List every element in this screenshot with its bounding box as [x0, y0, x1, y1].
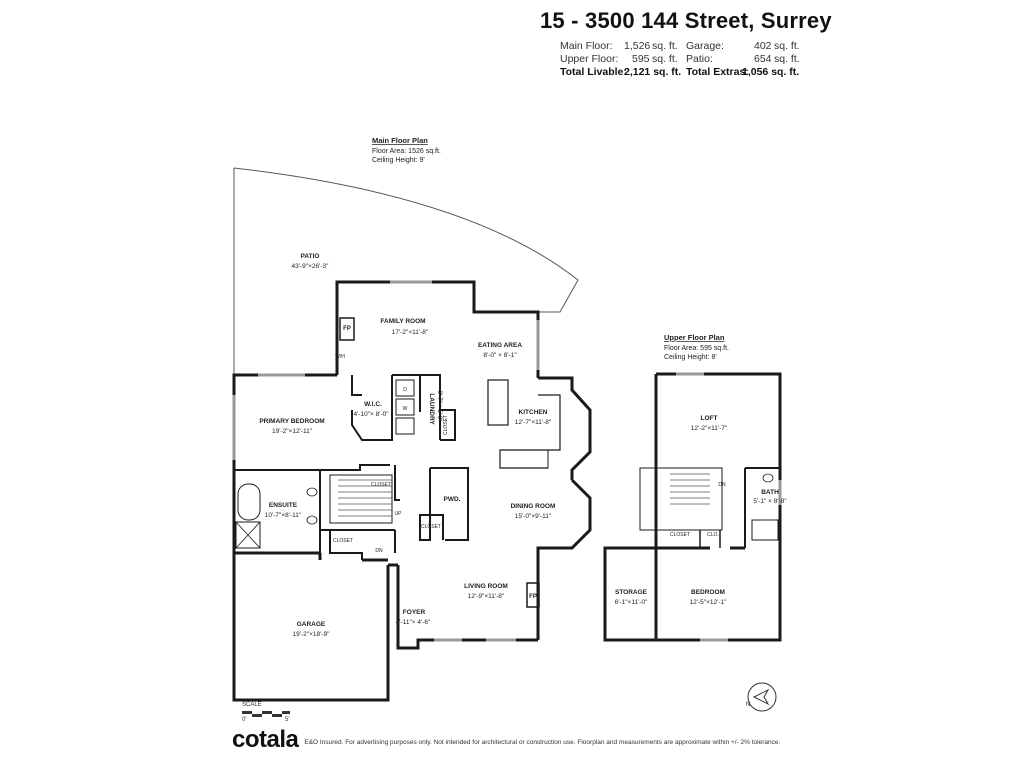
main-floor-title: Main Floor Plan: [372, 136, 428, 145]
bath-dim: 5'-1" × 8'-8": [753, 498, 787, 505]
upper-floor-walls: [603, 372, 782, 642]
main-floor-label: Main Floor:: [560, 40, 613, 52]
washer-label: W: [403, 406, 408, 412]
main-floor-area: Floor Area: 1526 sq.ft.: [372, 148, 441, 155]
foyer-name: FOYER: [403, 609, 426, 616]
family-fireplace-label: FP: [343, 326, 351, 332]
kitchen-name: KITCHEN: [519, 409, 548, 416]
upper-floor-unit: sq. ft.: [652, 53, 678, 65]
foyer-dim: 4'-11"× 4'-6": [396, 619, 431, 626]
garage-label: Garage:: [686, 40, 724, 52]
footer: cotala E&O Insured. For advertising purp…: [232, 726, 781, 753]
living-fireplace-label: FP: [529, 594, 537, 600]
dining-room-name: DINING ROOM: [511, 503, 556, 510]
storage-dim: 6'-1"×11'-0": [615, 599, 649, 606]
total-extras-value: 1,056 sq. ft.: [742, 66, 800, 78]
living-room-dim: 12'-9"×11'-8": [468, 593, 505, 600]
main-floor-windows: [232, 280, 540, 642]
wic-name: W.I.C.: [364, 401, 382, 408]
patio-outline: [233, 167, 579, 376]
upper-floor-windows: [676, 372, 782, 642]
family-room-dim: 17'-2"×11'-8": [392, 329, 429, 336]
family-room-name: FAMILY ROOM: [380, 318, 425, 325]
upper-stairs-down-label: DN: [718, 482, 726, 488]
upper-closet-label: CLOSET: [670, 532, 690, 538]
main-floor-ceiling: Ceiling Height: 9': [372, 157, 425, 164]
loft-dim: 12'-2"×11'-7": [691, 425, 728, 432]
garage-value: 402: [754, 40, 772, 52]
bath-name: BATH: [761, 489, 779, 496]
total-livable-value: 2,121 sq. ft.: [624, 66, 682, 78]
property-address-title: 15 - 3500 144 Street, Surrey: [540, 8, 832, 33]
upper-floor-area: Floor Area: 595 sq.ft.: [664, 345, 729, 352]
bedroom-name: BEDROOM: [691, 589, 725, 596]
patio-name: PATIO: [301, 253, 320, 260]
scale-graphic: [242, 711, 290, 717]
stairs-upper: [670, 473, 710, 505]
garage-dim: 19'-2"×18'-9": [293, 631, 331, 638]
ensuite-dim: 10'-7"×8'-11": [265, 512, 302, 519]
scale-five: 5': [285, 717, 290, 723]
garage-name: GARAGE: [297, 621, 326, 628]
stairs-down-label: DN: [375, 548, 383, 554]
eating-area-name: EATING AREA: [478, 342, 522, 349]
bedroom-dim: 12'-5"×12'-1": [690, 599, 728, 606]
ensuite-name: ENSUITE: [269, 502, 298, 509]
pwd-closet-label: CLOSET: [421, 524, 441, 530]
main-floor-interior: [234, 317, 561, 608]
patio-dim: 43'-9"×26'-3": [292, 263, 330, 270]
pwd-name: PWD.: [444, 496, 461, 503]
scale-title: SCALE: [242, 702, 262, 708]
laundry-closet-label: CLOSET: [443, 415, 449, 435]
total-extras-label: Total Extras:: [686, 66, 749, 78]
main-floor-unit: sq. ft.: [652, 40, 678, 52]
north-label: N: [746, 702, 750, 708]
main-floor-value: 1,526: [624, 40, 651, 52]
upper-floor-interior: [639, 467, 780, 548]
kitchen-dim: 12'-7"×11'-8": [515, 419, 552, 426]
garage-closet-label: CLOSET: [333, 538, 353, 544]
upper-floor-value: 595: [632, 53, 650, 65]
upper-floor-label: Upper Floor:: [560, 53, 619, 65]
cotala-logo: cotala: [232, 726, 299, 753]
eating-area-dim: 8'-0" × 8'-1": [483, 352, 517, 359]
patio-label: Patio:: [686, 53, 713, 65]
primary-bedroom-dim: 19'-2"×12'-11": [272, 428, 313, 435]
scale-zero: 0': [242, 717, 247, 723]
stair-closet-label: CLOSET: [371, 482, 391, 488]
loft-name: LOFT: [701, 415, 718, 422]
garage-unit: sq. ft.: [774, 40, 800, 52]
disclaimer-text: E&O Insured. For advertising purposes on…: [304, 739, 781, 746]
patio-unit: sq. ft.: [774, 53, 800, 65]
storage-name: STORAGE: [615, 589, 648, 596]
upper-floor-title: Upper Floor Plan: [664, 333, 725, 342]
dining-room-dim: 15'-0"×9'-11": [515, 513, 552, 520]
stairs-main: [338, 479, 392, 517]
laundry-dim: 8'-7" × 5'-9": [436, 391, 442, 422]
stairs-up-label: UP: [395, 511, 403, 517]
living-room-name: LIVING ROOM: [464, 583, 508, 590]
compass: N: [746, 682, 777, 712]
wic-dim: 4'-10"× 8'-0": [353, 411, 389, 418]
upper-clo-label: CLO.: [707, 532, 719, 538]
scale-bar: SCALE 0' 5': [240, 700, 300, 724]
patio-value: 654: [754, 53, 772, 65]
primary-bedroom-name: PRIMARY BEDROOM: [259, 418, 324, 425]
upper-floor-ceiling: Ceiling Height: 8': [664, 354, 717, 361]
dryer-label: D: [403, 387, 407, 393]
water-heater-label: W/H: [335, 354, 345, 360]
laundry-name: LAUNDRY: [428, 393, 435, 425]
total-livable-label: Total Livable:: [560, 66, 627, 78]
